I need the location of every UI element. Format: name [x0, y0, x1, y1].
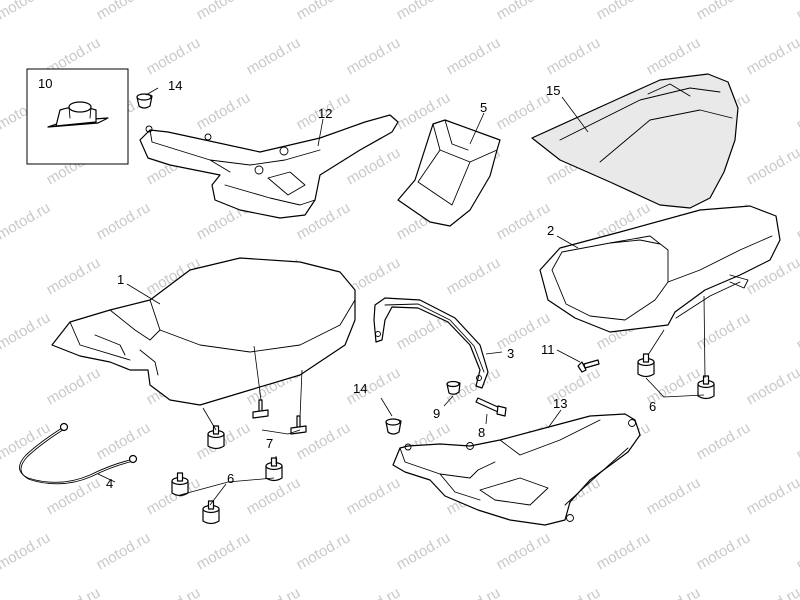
watermark-text: motod.ru: [744, 144, 800, 188]
part-9-nut: [446, 380, 461, 395]
watermark-text: motod.ru: [44, 364, 104, 408]
part-12-left-fairing: [139, 114, 399, 219]
callout-8: 8: [478, 425, 485, 440]
watermark-text: motod.ru: [744, 474, 800, 518]
watermark-text: motod.ru: [94, 529, 154, 573]
watermark-text: motod.ru: [744, 584, 800, 600]
watermark-text: motod.ru: [544, 584, 604, 600]
watermark-text: motod.ru: [44, 254, 104, 298]
watermark-text: motod.ru: [544, 34, 604, 78]
watermark-text: motod.ru: [244, 34, 304, 78]
part-4-cable: [19, 422, 138, 485]
callout-14-upper: 14: [168, 78, 182, 93]
watermark-text: motod.ru: [794, 309, 800, 353]
watermark-text: motod.ru: [394, 0, 454, 23]
watermark-text: motod.ru: [0, 199, 53, 243]
part-3-strap: [373, 297, 489, 389]
watermark-text: motod.ru: [694, 419, 754, 463]
watermark-text: motod.ru: [594, 529, 654, 573]
callout-11: 11: [541, 342, 555, 357]
watermark-text: motod.ru: [644, 34, 704, 78]
watermark-text: motod.ru: [794, 419, 800, 463]
watermark-text: motod.ru: [194, 0, 254, 23]
watermark-text: motod.ru: [344, 34, 404, 78]
watermark-text: motod.ru: [94, 199, 154, 243]
leader-lines: [97, 87, 706, 506]
part-13-right-fairing: [392, 413, 641, 526]
watermark-text: motod.ru: [94, 419, 154, 463]
callout-6-left: 6: [227, 471, 234, 486]
watermark-text: motod.ru: [444, 254, 504, 298]
watermark-text: motod.ru: [794, 529, 800, 573]
watermark-text: motod.ru: [194, 529, 254, 573]
callout-3: 3: [507, 346, 514, 361]
callout-13: 13: [553, 396, 567, 411]
watermark-text: motod.ru: [394, 529, 454, 573]
watermark-text: motod.ru: [294, 529, 354, 573]
callout-10: 10: [38, 76, 52, 91]
watermark-text: motod.ru: [644, 584, 704, 600]
callout-labels: 10 14 12 5 15 2 1 3 11 14 9 8 13 6 7 6 4: [38, 76, 656, 491]
callout-15: 15: [546, 83, 560, 98]
watermark-text: motod.ru: [0, 364, 3, 408]
watermark-text: motod.ru: [444, 584, 504, 600]
callout-1: 1: [117, 272, 124, 287]
watermark-text: motod.ru: [294, 0, 354, 23]
part-14-lower-nut: [385, 418, 402, 435]
watermark-text: motod.ru: [744, 364, 800, 408]
watermark-text: motod.ru: [344, 474, 404, 518]
watermark-text: motod.ru: [194, 89, 254, 133]
watermark-text: motod.ru: [794, 199, 800, 243]
watermark-text: motod.ru: [144, 584, 204, 600]
watermark-text: motod.ru: [0, 144, 3, 188]
watermark-text: motod.ru: [144, 34, 204, 78]
watermark-text: motod.ru: [0, 34, 3, 78]
watermark-text: motod.ru: [0, 584, 3, 600]
callout-6-right: 6: [649, 399, 656, 414]
watermark-text: motod.ru: [44, 584, 104, 600]
watermark-text: motod.ru: [744, 34, 800, 78]
watermark-text: motod.ru: [494, 0, 554, 23]
watermark-text: motod.ru: [0, 0, 53, 23]
watermark-text: motod.ru: [644, 474, 704, 518]
part-10-inset: [26, 68, 129, 165]
callout-9: 9: [433, 406, 440, 421]
part-6-buffers-right: [637, 353, 715, 400]
part-5-cover: [397, 119, 501, 227]
part-14-upper-nut: [136, 93, 153, 109]
watermark-text: motod.ru: [694, 309, 754, 353]
part-2-passenger-seat: [539, 205, 781, 333]
callout-5: 5: [480, 100, 487, 115]
watermark-text: motod.ru: [0, 254, 3, 298]
callout-12: 12: [318, 106, 332, 121]
watermark-text: motod.ru: [494, 199, 554, 243]
part-1-rider-seat: [51, 257, 356, 406]
callout-7: 7: [266, 436, 273, 451]
part-7-bolts: [252, 399, 307, 435]
watermark-text: motod.ru: [494, 529, 554, 573]
watermark-text: motod.ru: [794, 89, 800, 133]
watermark-text: motod.ru: [594, 0, 654, 23]
watermark-text: motod.ru: [794, 0, 800, 23]
watermark-text: motod.ru: [0, 529, 53, 573]
watermark-text: motod.ru: [694, 529, 754, 573]
watermark-text: motod.ru: [444, 34, 504, 78]
watermark-text: motod.ru: [94, 0, 154, 23]
watermark-text: motod.ru: [0, 474, 3, 518]
watermark-text: motod.ru: [244, 584, 304, 600]
callout-14-lower: 14: [353, 381, 367, 396]
watermark-text: motod.ru: [694, 0, 754, 23]
part-11-screw: [577, 359, 600, 373]
callout-2: 2: [547, 223, 554, 238]
watermark-text: motod.ru: [494, 89, 554, 133]
watermark-text: motod.ru: [0, 309, 53, 353]
part-15-seat-cowl: [531, 73, 739, 209]
callout-4: 4: [106, 476, 113, 491]
watermark-text: motod.ru: [294, 419, 354, 463]
part-8-bolt: [475, 397, 507, 417]
watermark-text: motod.ru: [344, 584, 404, 600]
